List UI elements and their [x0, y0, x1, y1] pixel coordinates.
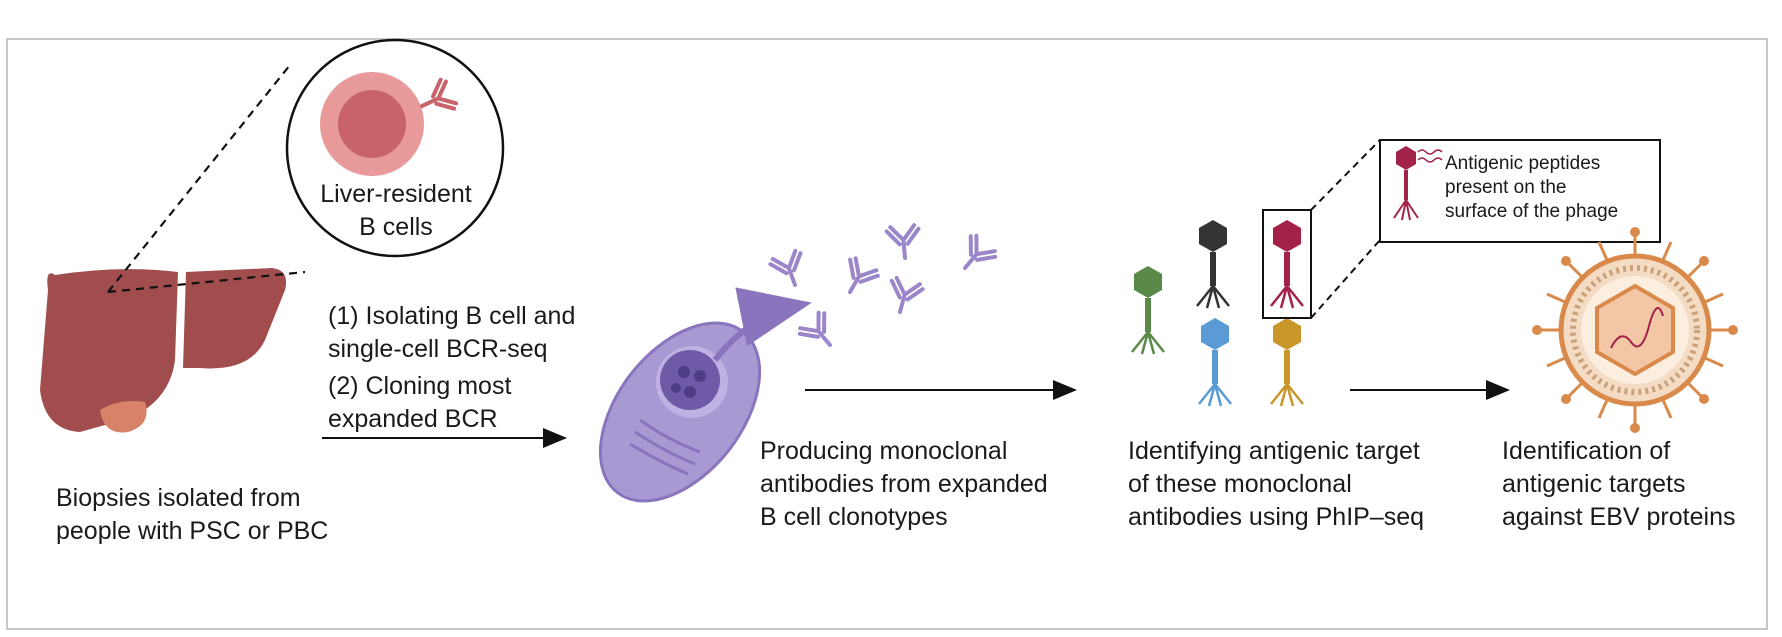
- phage-highlight-box: [1262, 209, 1312, 319]
- phage-group: [1131, 139, 1381, 407]
- zoom-dash-top: [107, 64, 291, 293]
- liver-illustration: [40, 64, 306, 433]
- secretion-arrow: [712, 287, 812, 362]
- phage-green: [1131, 266, 1165, 355]
- callout-box: [1379, 139, 1661, 243]
- step-identifying-label: Identifying antigenic target of these mo…: [1128, 437, 1425, 531]
- figure-frame: [6, 38, 1768, 630]
- antibodies-cluster: [767, 222, 1000, 358]
- phage-black: [1196, 220, 1230, 309]
- plasma-nucleus: [660, 350, 720, 410]
- step-producing-label: Producing monoclonal antibodies from exp…: [760, 437, 1048, 531]
- phage-blue: [1198, 318, 1232, 407]
- plasma-cell-illustration: [598, 287, 812, 503]
- bcell-nucleus: [338, 90, 406, 158]
- callout-label: Antigenic peptides present on the surfac…: [1445, 153, 1619, 222]
- phage-gold: [1270, 318, 1304, 407]
- circle-label-bcells: Liver-resident B cells: [320, 180, 472, 241]
- callout-phage-icon: [1393, 146, 1443, 221]
- phage-crimson: [1270, 220, 1304, 309]
- bcell-zoom-circle: [285, 38, 505, 258]
- liver-left-lobe: [40, 269, 178, 432]
- step-identification-label: Identification of antigenic targets agai…: [1502, 437, 1736, 531]
- ebv-virus-illustration: [1532, 227, 1738, 433]
- zoom-dash-bottom: [107, 270, 306, 294]
- step-biopsies-label: Biopsies isolated from people with PSC o…: [56, 484, 329, 545]
- liver-right-lobe: [183, 268, 287, 369]
- gallbladder: [100, 401, 147, 433]
- step-cloning-label: (2) Cloning most expanded BCR: [328, 372, 512, 433]
- step-isolating-label: (1) Isolating B cell and single-cell BCR…: [328, 302, 576, 363]
